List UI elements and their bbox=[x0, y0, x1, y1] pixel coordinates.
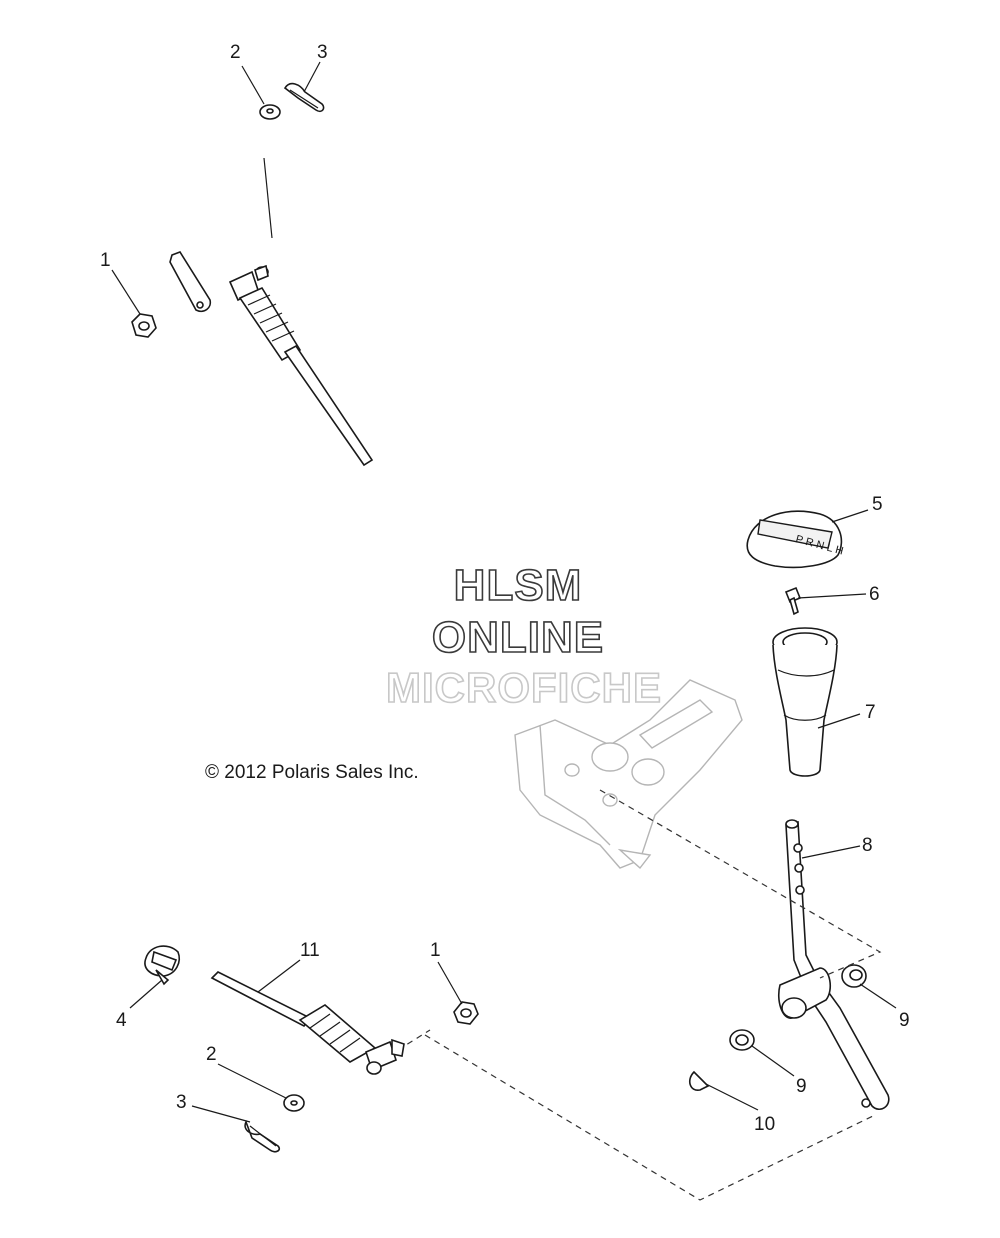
callout-4: 4 bbox=[116, 1010, 127, 1031]
watermark-line-1: HLSM bbox=[454, 561, 583, 610]
callout-6: 6 bbox=[869, 584, 880, 605]
mounting-bracket bbox=[514, 679, 743, 870]
assembly-dashed-line-upper bbox=[599, 789, 882, 979]
callout-9-upper: 9 bbox=[899, 1010, 910, 1031]
screw bbox=[784, 586, 802, 616]
callout-2-top: 2 bbox=[230, 42, 241, 63]
callout-10: 10 bbox=[754, 1114, 775, 1135]
callout-1-top: 1 bbox=[100, 250, 111, 271]
shift-link-arm bbox=[169, 251, 212, 313]
hex-nut-top bbox=[131, 313, 157, 338]
callout-leaders bbox=[111, 61, 897, 1123]
watermark-line-2: ONLINE bbox=[432, 613, 604, 662]
hairpin-clip-top bbox=[283, 82, 325, 113]
assembly-guide-line bbox=[263, 157, 273, 239]
washer-top bbox=[259, 104, 281, 120]
shift-lever bbox=[777, 819, 890, 1111]
callout-2-bottom: 2 bbox=[206, 1044, 217, 1065]
callout-11: 11 bbox=[300, 940, 320, 961]
washer-bottom bbox=[283, 1094, 305, 1112]
hairpin-clip-bottom bbox=[244, 1119, 281, 1153]
assembly-dashed-line-lower bbox=[424, 1034, 876, 1201]
shift-cable-lower bbox=[210, 971, 405, 1075]
shift-boot bbox=[772, 627, 838, 777]
callout-5: 5 bbox=[872, 494, 883, 515]
hex-nut-bottom bbox=[453, 1001, 479, 1025]
shift-knob-cap: P R N L H bbox=[746, 510, 845, 569]
callout-7: 7 bbox=[865, 702, 876, 723]
watermark: HLSM ONLINE MICROFICHE bbox=[385, 560, 662, 712]
copyright-notice: © 2012 Polaris Sales Inc. bbox=[205, 762, 419, 783]
callout-1-bottom: 1 bbox=[430, 940, 441, 961]
cable-clamp bbox=[144, 945, 180, 986]
callout-3-top: 3 bbox=[317, 42, 328, 63]
bushing-lower bbox=[729, 1029, 755, 1051]
watermark-line-3: MICROFICHE bbox=[386, 664, 662, 711]
shift-cable-upper bbox=[228, 264, 374, 467]
callout-9-lower: 9 bbox=[796, 1076, 807, 1097]
e-clip bbox=[688, 1070, 710, 1091]
bushing-upper bbox=[841, 964, 867, 988]
callout-8: 8 bbox=[862, 835, 873, 856]
callout-3-bottom: 3 bbox=[176, 1092, 187, 1113]
